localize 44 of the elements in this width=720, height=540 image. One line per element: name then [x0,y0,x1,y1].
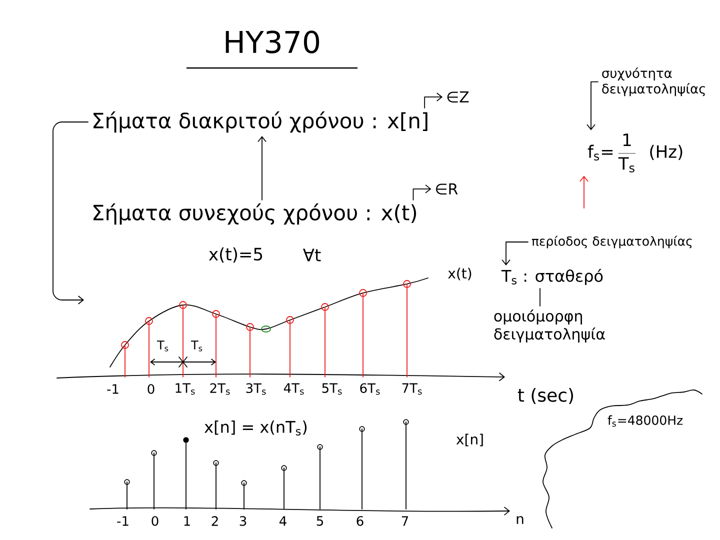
tick-label: 2 [212,516,218,526]
set-label: ∈Z [447,91,469,102]
note-text: περίοδος δειγματοληψίας [532,236,692,248]
bent-arrow [586,81,598,130]
bent-arrow [424,92,443,108]
tick-label: 5 [316,516,323,526]
tick-label: 2T$_{s}$ [210,383,230,395]
note-text: συχνότητα δειγματοληψίας [602,67,705,96]
note-text: T$_{s}$ : σταθερό [501,268,603,286]
note-text: ομοιόμορφη δειγματοληψία [494,309,605,343]
equation: ∀t [302,248,321,262]
tick-label: 0 [152,516,158,526]
tick-label: 4T$_{s}$ [284,383,304,395]
tick-label: 4 [280,516,286,526]
tick-label: 6 [356,516,364,526]
curve-label: x(t) [448,268,472,280]
dimension-label: T$_{s}$ [190,340,202,352]
tick-label: -1 [117,516,128,526]
equation: x[n] = x(nT$_{s}$) [204,420,307,436]
equation: x(t)=5 [208,247,262,263]
bracket-arrow [52,122,88,304]
tick-label: -1 [107,384,118,394]
bent-arrow [412,184,432,200]
tick-label: 3T$_{s}$ [246,383,266,395]
tick-label: 7 [402,516,408,526]
tick-label: 1 [184,516,190,526]
tick-label: 3 [240,516,246,526]
heading-text: Σήματα διακριτού χρόνου : x[n] [94,111,428,133]
tick-label: 1T$_{s}$ [176,383,195,395]
title: HY370 [226,30,320,54]
arrow [580,176,588,208]
tick-label: 7T$_{s}$ [402,383,422,395]
formula: f$_{s}$= 1 T$_{s}$ (Hz) [588,134,682,172]
axis-label: n [516,516,524,524]
tick-label: 0 [148,384,154,394]
arrow [258,136,266,200]
tick-label: 6T$_{s}$ [360,383,380,395]
bent-arrow [502,242,528,266]
dimension-label: T$_{s}$ [156,340,168,352]
axis-label: t (sec) [518,388,574,404]
set-label: ∈R [436,183,458,194]
axis-label: x[n] [456,434,483,446]
tick-label: 5T$_{s}$ [322,383,342,395]
heading-text: Σήματα συνεχούς χρόνου : x(t) [94,203,416,225]
